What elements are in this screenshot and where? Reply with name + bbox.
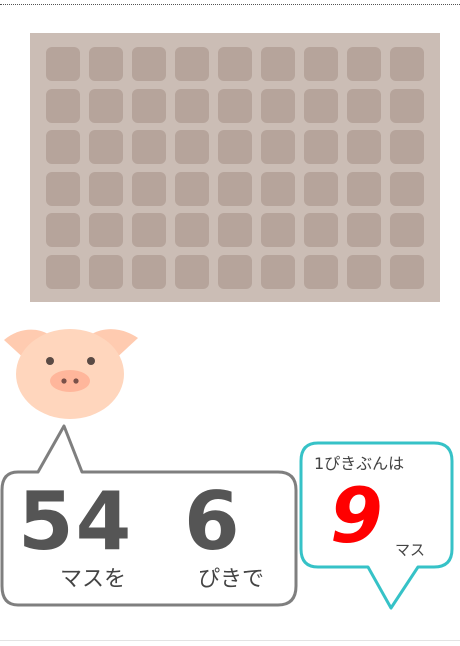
grid-cell xyxy=(347,213,381,247)
pig-count-number: 6 xyxy=(184,482,240,562)
grid-cell xyxy=(175,89,209,123)
pig-right-eye xyxy=(87,357,95,365)
grid-cell xyxy=(390,255,424,289)
grid-cell xyxy=(304,89,338,123)
grid-cell xyxy=(89,47,123,81)
per-pig-label: 1ぴきぶんは xyxy=(314,456,404,472)
total-cells-number: 54 xyxy=(18,482,133,562)
pig-left-eye xyxy=(46,357,54,365)
grid-cell xyxy=(261,255,295,289)
grid-cell xyxy=(218,255,252,289)
pig-snout xyxy=(50,370,90,392)
grid-cell xyxy=(132,172,166,206)
grid-cell xyxy=(304,130,338,164)
pig-right-nostril xyxy=(73,378,78,383)
grid-cell xyxy=(347,255,381,289)
grid-cell xyxy=(46,255,80,289)
pig-left-nostril xyxy=(61,378,66,383)
grid-cell xyxy=(304,47,338,81)
grid-cell xyxy=(175,47,209,81)
grid-cell xyxy=(347,172,381,206)
grid-cell xyxy=(175,130,209,164)
grid-cell xyxy=(347,47,381,81)
grid-cell xyxy=(347,130,381,164)
grid-cell xyxy=(132,213,166,247)
pig-unit-label: ぴきで xyxy=(198,569,264,591)
grid-cell xyxy=(132,89,166,123)
grid-cell xyxy=(89,213,123,247)
grid-cell xyxy=(89,172,123,206)
grid-cell xyxy=(304,172,338,206)
grid-cell xyxy=(46,47,80,81)
grid-cell xyxy=(347,89,381,123)
top-divider xyxy=(0,4,460,5)
grid-cell xyxy=(304,255,338,289)
grid-cell xyxy=(89,130,123,164)
grid-cell xyxy=(218,172,252,206)
pig-face-icon xyxy=(0,322,140,422)
grid-cell xyxy=(261,172,295,206)
grid-cell xyxy=(390,47,424,81)
grid-cell xyxy=(132,47,166,81)
bottom-divider xyxy=(0,640,460,641)
grid-cell xyxy=(89,89,123,123)
grid-cell xyxy=(218,213,252,247)
grid-cell xyxy=(89,255,123,289)
grid-cell xyxy=(218,130,252,164)
grid-cell xyxy=(46,172,80,206)
per-pig-answer-number: 9 xyxy=(330,478,383,554)
grid-cell xyxy=(132,255,166,289)
grid-cell xyxy=(218,89,252,123)
grid-cell xyxy=(46,213,80,247)
grid-board xyxy=(30,33,440,302)
grid-cell xyxy=(261,213,295,247)
grid-cell xyxy=(46,130,80,164)
grid-cell xyxy=(304,213,338,247)
grid-cell xyxy=(390,213,424,247)
grid-cell xyxy=(132,130,166,164)
per-pig-unit-label: マス xyxy=(395,543,425,558)
cells-unit-label: マスを xyxy=(60,569,126,591)
grid-cell xyxy=(390,172,424,206)
grid-cell xyxy=(46,89,80,123)
grid-cell xyxy=(390,130,424,164)
grid-cell xyxy=(175,213,209,247)
grid-cell xyxy=(175,172,209,206)
grid-cell xyxy=(175,255,209,289)
grid-cell xyxy=(390,89,424,123)
grid-cell xyxy=(261,47,295,81)
grid-cell xyxy=(218,47,252,81)
grid-cell xyxy=(261,130,295,164)
grid-cell xyxy=(261,89,295,123)
